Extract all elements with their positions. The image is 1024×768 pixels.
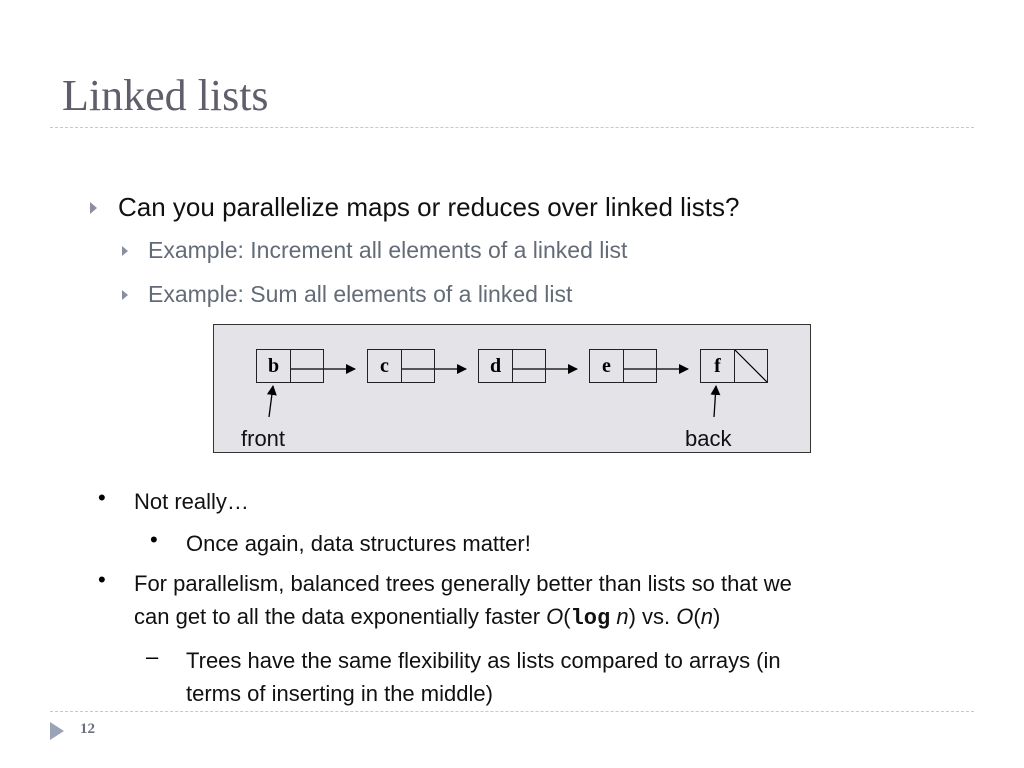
null-pointer-slash bbox=[734, 349, 768, 383]
big-o-symbol: O bbox=[546, 604, 564, 629]
trees-line-1: Trees have the same flexibility as lists… bbox=[186, 648, 781, 673]
parallelism-line-1: For parallelism, balanced trees generall… bbox=[134, 571, 792, 596]
n-variable: n bbox=[616, 604, 629, 629]
page-number: 12 bbox=[80, 721, 95, 737]
back-label: back bbox=[685, 426, 732, 451]
title-divider bbox=[50, 127, 974, 128]
sub-bullet-increment: Example: Increment all elements of a lin… bbox=[148, 237, 628, 263]
trees-line-2: terms of inserting in the middle) bbox=[186, 681, 493, 706]
sub-bullet-sum: Example: Sum all elements of a linked li… bbox=[148, 281, 573, 307]
front-label: front bbox=[241, 426, 286, 451]
trees-text: Trees have the same flexibility as lists… bbox=[186, 644, 781, 710]
big-o-symbol: O bbox=[676, 604, 694, 629]
diagram-arrows bbox=[266, 349, 768, 418]
footer-triangle-icon bbox=[50, 722, 64, 740]
slide-title: Linked lists bbox=[62, 71, 269, 120]
list-node: b bbox=[256, 349, 324, 383]
parallelism-line-2: can get to all the data exponentially fa… bbox=[134, 604, 547, 629]
list-node: e bbox=[589, 349, 657, 383]
main-question: Can you parallelize maps or reduces over… bbox=[118, 192, 740, 222]
dash-bullet: – bbox=[146, 644, 159, 669]
bullet-triangle-icon bbox=[122, 290, 128, 300]
footer-divider bbox=[50, 711, 974, 712]
list-node: f bbox=[700, 349, 768, 383]
vs-text: ) vs. bbox=[628, 604, 677, 629]
front-pointer-arrow bbox=[266, 385, 277, 418]
n-variable: n bbox=[700, 604, 713, 629]
bullet-dot: • bbox=[98, 485, 106, 510]
log-keyword: log bbox=[570, 606, 611, 631]
once-again-text: Once again, data structures matter! bbox=[186, 531, 531, 556]
not-really-text: Not really… bbox=[134, 489, 249, 514]
bullet-triangle-icon bbox=[90, 202, 97, 214]
list-node: d bbox=[478, 349, 546, 383]
bullet-dot: • bbox=[150, 527, 158, 552]
parallelism-text: For parallelism, balanced trees generall… bbox=[134, 571, 792, 631]
bullet-triangle-icon bbox=[122, 246, 128, 256]
linked-list-diagram: b c d e f front back bbox=[213, 324, 811, 453]
list-node: c bbox=[367, 349, 435, 383]
bullet-dot: • bbox=[98, 567, 106, 592]
back-pointer-arrow bbox=[710, 385, 721, 418]
